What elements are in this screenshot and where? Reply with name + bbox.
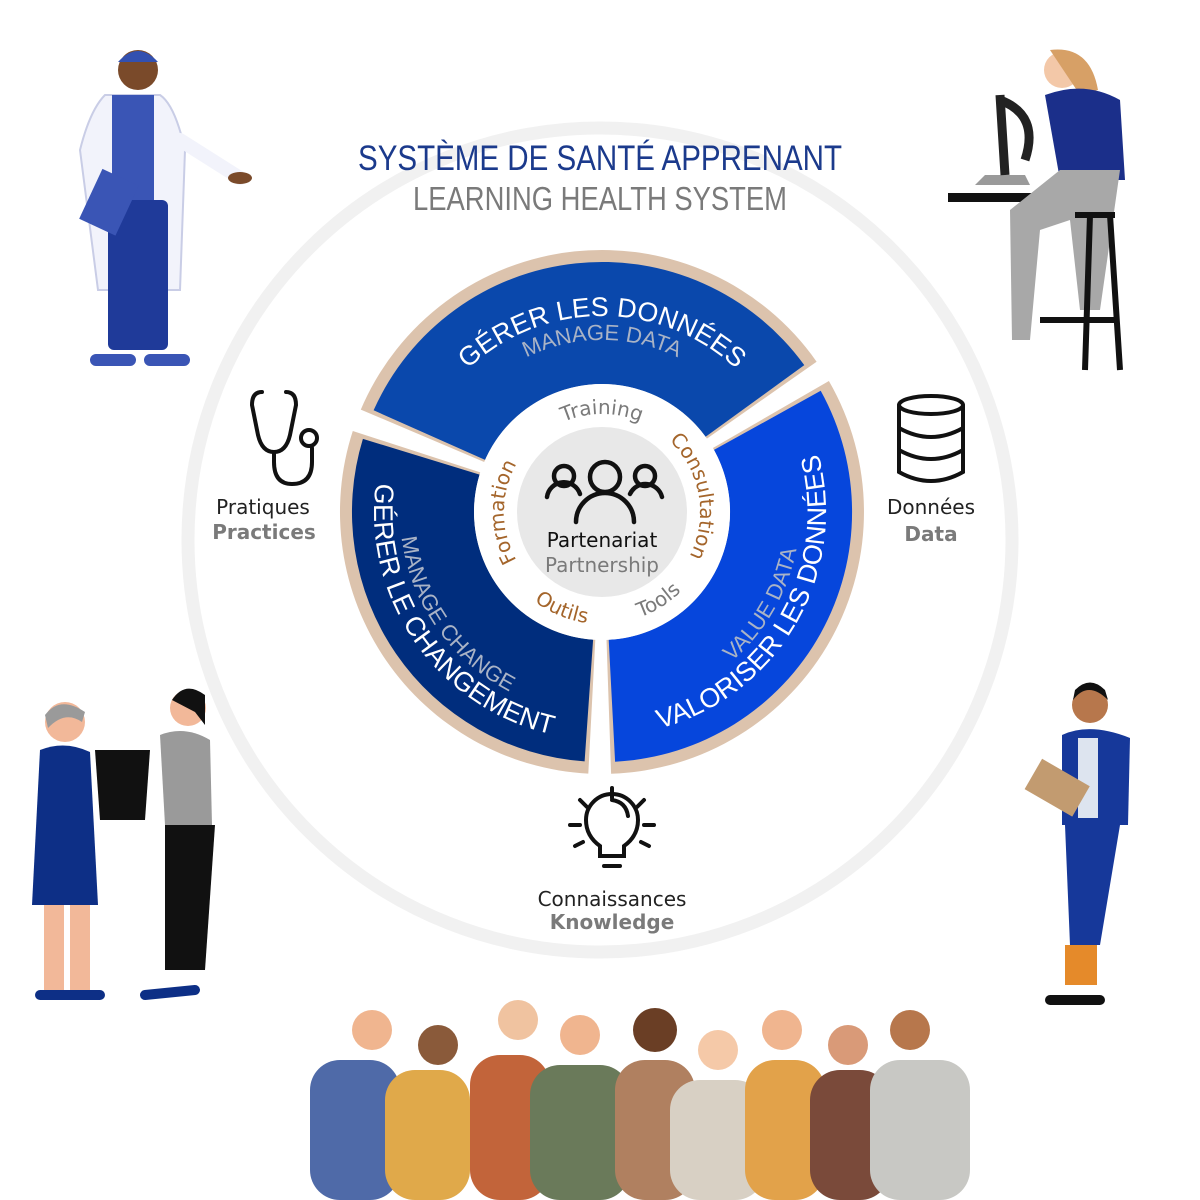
doctor-illustration xyxy=(78,50,252,366)
title-fr: SYSTÈME DE SANTÉ APPRENANT xyxy=(358,139,842,178)
clipboard-woman-illustration xyxy=(1024,682,1130,1005)
person xyxy=(530,1015,630,1200)
data-label-en: Data xyxy=(904,522,957,546)
practices-label-fr: Pratiques xyxy=(216,495,310,519)
database-icon xyxy=(897,394,965,483)
person xyxy=(670,1030,765,1200)
lightbulb-icon xyxy=(568,786,656,868)
grocery-exchange-illustration xyxy=(32,688,215,1000)
community-crowd-illustration xyxy=(310,1000,970,1200)
practices-label-en: Practices xyxy=(212,520,316,544)
knowledge-label-en: Knowledge xyxy=(550,910,675,934)
scientist-illustration xyxy=(948,49,1125,371)
center-label-fr: Partenariat xyxy=(547,528,658,552)
segment-value-data[interactable] xyxy=(608,390,853,762)
data-label-fr: Données xyxy=(887,495,975,519)
group-icon xyxy=(544,459,665,525)
segment-manage-change[interactable] xyxy=(351,438,594,762)
person xyxy=(745,1010,825,1200)
outer-cycle-ring xyxy=(181,121,1019,959)
person xyxy=(310,1010,400,1200)
center-label-en: Partnership xyxy=(545,553,659,577)
person xyxy=(870,1010,970,1200)
knowledge-label-fr: Connaissances xyxy=(538,887,687,911)
person xyxy=(385,1025,470,1200)
cycle-wheel xyxy=(339,249,864,774)
segment-manage-data[interactable] xyxy=(373,261,805,460)
title-en: LEARNING HEALTH SYSTEM xyxy=(413,180,787,217)
stethoscope-icon xyxy=(249,390,319,487)
